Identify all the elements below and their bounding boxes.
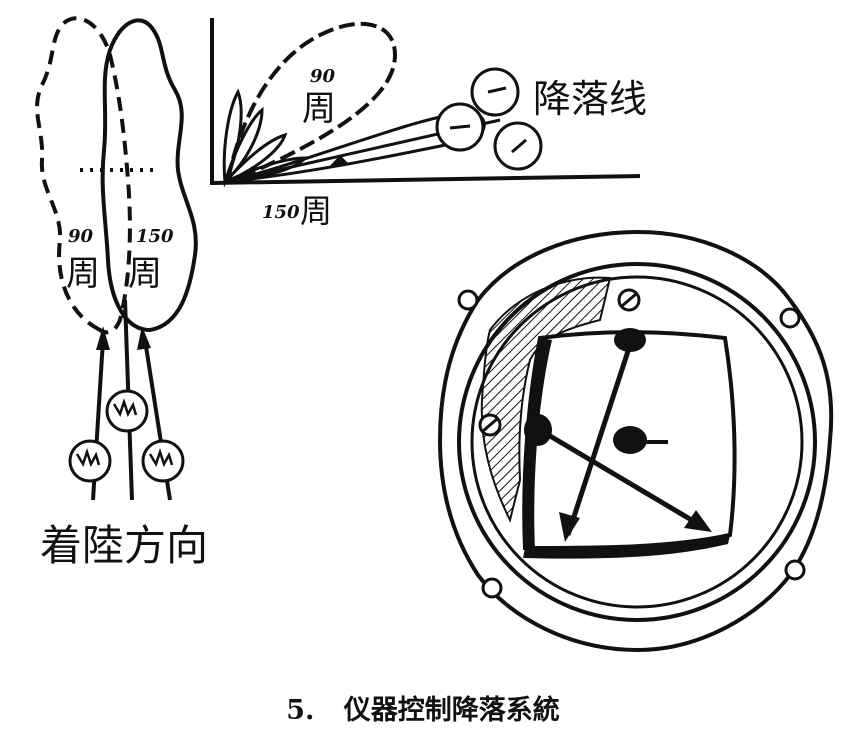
beam-a-freq-label: 90 <box>68 226 94 247</box>
vertical-pointer <box>565 344 633 536</box>
side-lobe-3 <box>223 132 288 184</box>
arrowhead-right <box>137 326 151 350</box>
screw-icon-left <box>478 413 502 437</box>
dial-icon-right <box>141 439 185 483</box>
horizontal-axis <box>211 174 641 185</box>
axis-freq-label: 150 <box>262 202 300 223</box>
arrowhead-left <box>96 326 110 350</box>
center-knob <box>613 426 647 454</box>
lobe-unit-label: 周 <box>302 89 336 129</box>
dial-icon-glide-bottom <box>493 121 543 171</box>
mount-hole-bottom-right <box>784 559 806 581</box>
horizontal-pointer-arrow <box>684 510 712 532</box>
horizontal-pointer <box>538 427 707 531</box>
figure-caption: 5. 仪器控制降落系統 <box>0 688 846 727</box>
mount-hole-top-left <box>457 289 479 311</box>
scale-band-bottom <box>523 535 730 559</box>
hatched-bezel-area <box>480 276 612 523</box>
dial-icon-center <box>105 389 149 433</box>
scale-band-left <box>524 338 552 550</box>
mount-hole-bottom-left <box>481 577 503 599</box>
screw-icon-top <box>617 288 641 312</box>
caption-number: 5. <box>286 695 315 726</box>
side-lobe-2 <box>223 106 264 184</box>
glide-path-diagram: 90 周 150 周 降落线 <box>210 18 647 230</box>
landing-direction-label: 着陸方向 <box>40 521 208 570</box>
lobe-150-solid <box>100 18 198 333</box>
cross-pointer-instrument <box>437 229 834 653</box>
beam-a-unit-label: 周 <box>66 254 100 294</box>
glide-path-label: 降落线 <box>533 77 647 121</box>
caption-title: 仪器控制降落系統 <box>343 695 560 726</box>
dial-icon-glide-top <box>470 67 520 117</box>
pointer-pivot-top <box>614 328 646 352</box>
glide-arrowhead <box>328 155 350 168</box>
dial-icon-left <box>68 439 112 483</box>
beam-b-unit-label: 周 <box>128 254 162 294</box>
lobe-90-large <box>225 21 398 184</box>
beam-b-freq-label: 150 <box>136 226 174 247</box>
vertical-pointer-arrow <box>559 512 580 542</box>
lobe-90-dashed <box>35 16 132 335</box>
localizer-beam-diagram: 90 周 150 周 着陸方向 <box>35 16 208 570</box>
lobe-freq-label: 90 <box>310 66 336 87</box>
mount-hole-top-right <box>779 307 801 329</box>
dial-icon-glide-left <box>435 102 485 152</box>
pointer-pivot-left <box>524 414 552 446</box>
axis-unit-label: 周 <box>300 192 332 230</box>
